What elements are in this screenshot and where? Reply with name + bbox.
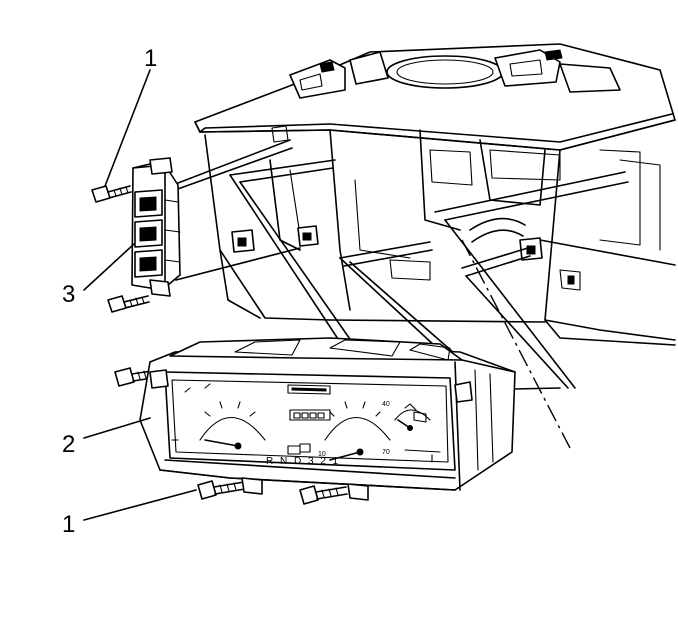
- gauge-mark-right-top: 40: [382, 401, 390, 408]
- gauge-mark-right-low: 70: [382, 449, 390, 456]
- bolt-switch-top: [91, 185, 132, 203]
- callout-1-top: 1: [144, 45, 157, 72]
- gauge-mark-left-min: 10: [318, 451, 326, 458]
- gear-indicator-label: R N D 3 2 1: [266, 456, 340, 467]
- leader-lines: [83, 69, 197, 521]
- bolt-switch-bottom: [107, 295, 150, 313]
- switch-module: [131, 157, 181, 297]
- bolt-cluster-bottom-right: [299, 485, 348, 505]
- instrument-cluster: [139, 337, 516, 501]
- instrument-panel-carrier: [194, 43, 676, 346]
- bolt-cluster-bottom-left: [197, 480, 246, 500]
- callout-2: 2: [62, 431, 75, 458]
- callout-1-bottom: 1: [62, 511, 75, 538]
- callout-3: 3: [62, 281, 75, 308]
